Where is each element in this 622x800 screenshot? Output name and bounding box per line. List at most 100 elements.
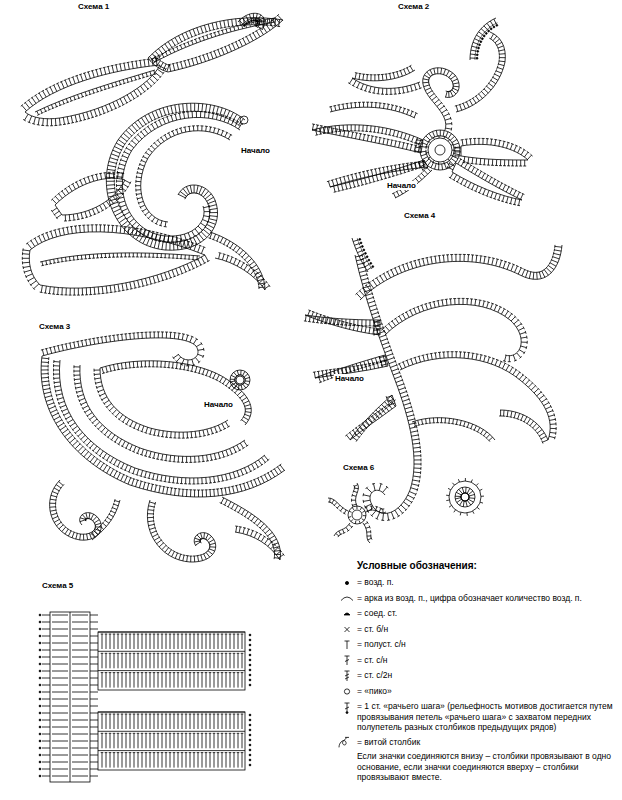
bar-stitch — [161, 673, 164, 688]
legend-entry: = ст. с/н — [357, 655, 615, 666]
single-crochet-symbol — [345, 627, 350, 632]
stitch-marks — [328, 498, 346, 514]
legend-entry: = арка из возд. п., цифра обозначает кол… — [357, 593, 615, 604]
bar-stitch — [181, 634, 184, 649]
strip-center — [70, 612, 71, 782]
paisley-row — [80, 365, 245, 456]
bar-stitch — [141, 634, 144, 649]
bar-stitch — [237, 673, 240, 688]
chain-dot — [246, 23, 248, 25]
bar-stitch — [241, 753, 244, 768]
chain-dot — [249, 634, 251, 636]
bar-stitch — [165, 733, 168, 748]
scheme-title: Схема 1 — [78, 2, 109, 11]
bar-stitch — [225, 673, 228, 688]
bar-stitch — [161, 733, 164, 748]
bar-stitch — [121, 733, 124, 748]
bar-stitch — [117, 753, 120, 768]
stitch-marks — [336, 525, 353, 538]
chain-dot — [481, 38, 483, 40]
strip-stitch — [42, 622, 98, 623]
bar-stitch — [237, 634, 240, 649]
chain-dot — [480, 41, 482, 43]
chain-dot — [249, 644, 251, 646]
chain-dot — [372, 266, 374, 268]
bar-stitch — [189, 634, 192, 649]
strip-stitch — [42, 685, 98, 686]
bar-stitch — [129, 714, 132, 729]
bar-stitch — [233, 714, 236, 729]
bar-stitch — [101, 673, 104, 688]
leaf-vein — [35, 70, 155, 112]
legend-text: = арка из возд. п., цифра обозначает кол… — [357, 593, 582, 603]
bar-stitch — [185, 714, 188, 729]
bar-stitch — [233, 653, 236, 668]
bar-stitch — [201, 714, 204, 729]
bar-stitch — [105, 673, 108, 688]
chain-dot — [243, 25, 245, 27]
stitch-marks — [106, 103, 243, 250]
bar-stitch — [165, 714, 168, 729]
double-crochet-symbol — [345, 656, 350, 665]
bar-stitch — [213, 733, 216, 748]
strip-stitch — [42, 706, 98, 707]
paisley-row — [59, 360, 265, 478]
stitch-marks — [21, 58, 167, 126]
bar-stitch — [101, 733, 104, 748]
bar-stitch — [209, 733, 212, 748]
bar-stitch — [177, 714, 180, 729]
bar-stitch — [129, 673, 132, 688]
spiral-curl — [42, 338, 198, 360]
bar-stitch — [113, 634, 116, 649]
stitch-marks — [455, 34, 506, 112]
stitch-marks — [154, 18, 275, 61]
chain-dot — [39, 754, 41, 756]
bar-stitch — [189, 673, 192, 688]
flower-center — [236, 376, 244, 384]
bar-stitch — [233, 733, 236, 748]
bar-outline — [98, 712, 245, 770]
legend-entry: = 1 ст. «рачьего шага» (рельефность моти… — [357, 701, 615, 733]
chain-dot — [360, 242, 362, 244]
bar-stitch — [241, 653, 244, 668]
chain-dot — [249, 734, 251, 736]
bar-stitch — [217, 653, 220, 668]
strip-stitch — [42, 699, 98, 700]
bar-stitch — [233, 634, 236, 649]
bar-stitch — [197, 753, 200, 768]
bar-stitch — [165, 753, 168, 768]
strip-stitch — [42, 755, 98, 756]
legend-note: Если значки соединяются внизу – столбики… — [357, 751, 615, 783]
chain-dot — [257, 22, 259, 24]
chain-dot — [476, 54, 478, 56]
slip-stitch-symbol — [344, 613, 350, 615]
bar-row — [98, 731, 245, 732]
stitch-marks — [312, 124, 423, 153]
bar-stitch — [241, 714, 244, 729]
bar-stitch — [109, 653, 112, 668]
bar-stitch — [169, 673, 172, 688]
stitch-marks — [446, 478, 484, 516]
chain-dot — [256, 20, 258, 22]
flower-center — [435, 145, 445, 155]
chain-dot — [249, 674, 251, 676]
stitch-marks — [136, 126, 232, 227]
bar-stitch — [113, 753, 116, 768]
bar-stitch — [153, 653, 156, 668]
crab-stitch-symbol-dot — [346, 712, 348, 714]
flower-ring — [449, 481, 481, 513]
stitch-marks — [447, 158, 525, 206]
bar-stitch — [105, 753, 108, 768]
bar-stitch — [149, 753, 152, 768]
chain-dot — [366, 256, 368, 258]
chain-dot — [368, 259, 370, 261]
bar-stitch — [101, 653, 104, 668]
bar-stitch — [157, 733, 160, 748]
stitch-marks — [414, 418, 493, 442]
bar-stitch — [169, 753, 172, 768]
bar-stitch — [101, 634, 104, 649]
flower-ring — [428, 138, 452, 162]
stitch-marks — [355, 254, 421, 521]
bar-stitch — [241, 673, 244, 688]
bar-stitch — [153, 753, 156, 768]
